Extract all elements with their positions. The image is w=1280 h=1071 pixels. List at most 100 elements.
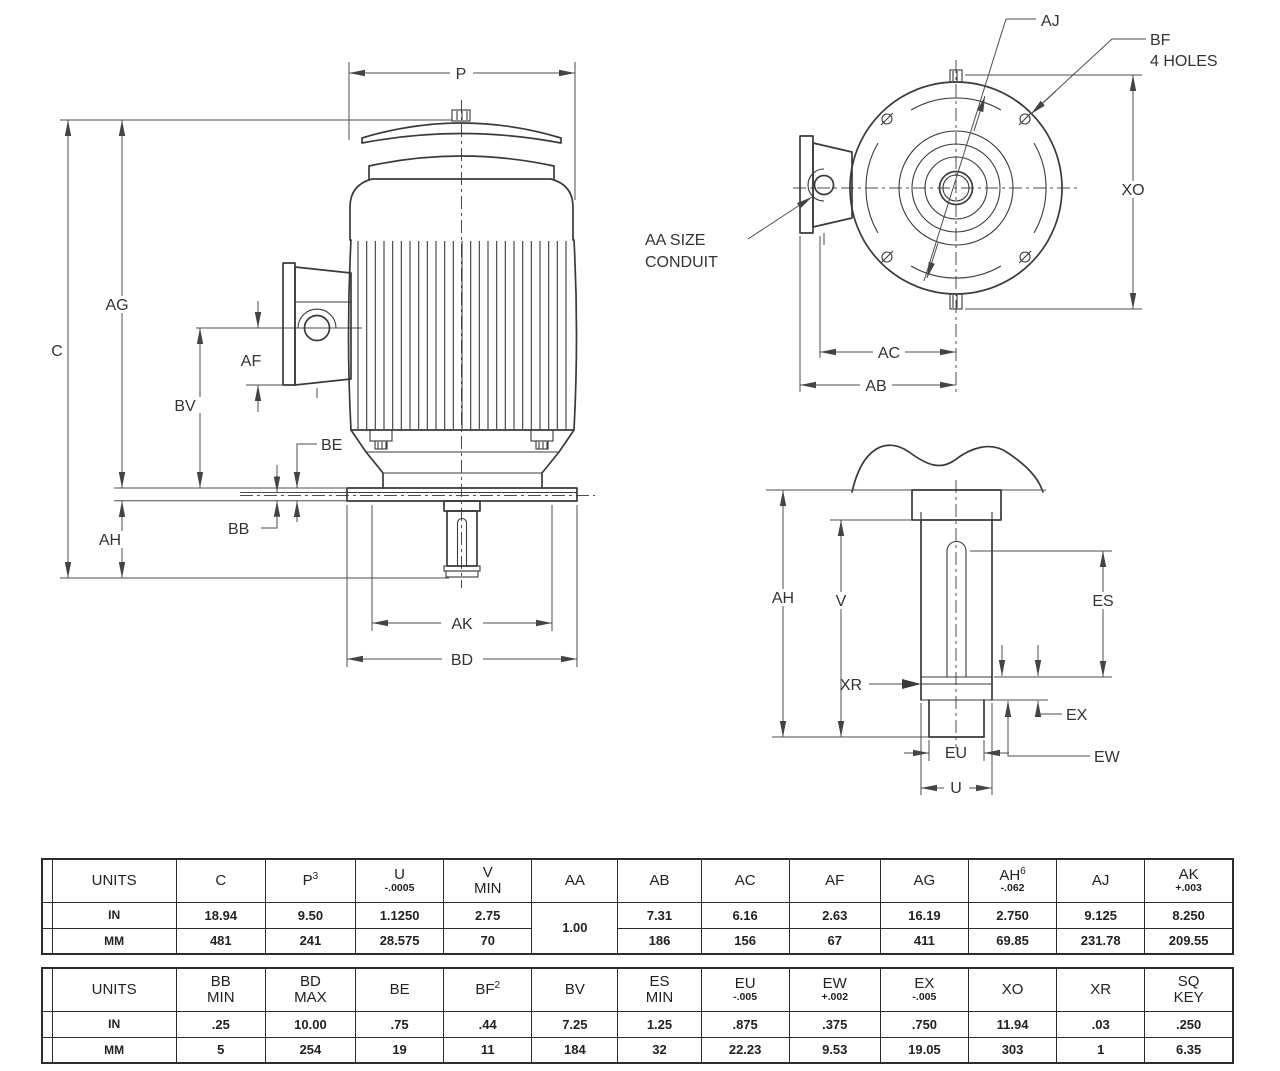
value-cell: 1.1250 xyxy=(354,901,445,929)
side-view: P C AG AH BV AF BE xyxy=(51,62,595,669)
bolt-holes xyxy=(880,112,1032,264)
value-cell: 481 xyxy=(175,927,266,955)
dim-label-bf: BF xyxy=(1150,32,1171,49)
table-spacer-cell xyxy=(41,1036,53,1064)
value-cell: 11.94 xyxy=(967,1010,1058,1038)
dim-label-bb: BB xyxy=(228,521,249,538)
dim-label-c: C xyxy=(51,343,63,360)
table-spacer-cell xyxy=(41,901,53,929)
value-cell: 9.53 xyxy=(788,1036,881,1064)
conduit-box-end xyxy=(799,135,853,245)
dim-label-ah-side: AH xyxy=(99,532,121,549)
dim-label-p: P xyxy=(456,66,467,83)
dim-label-es: ES xyxy=(1092,593,1113,610)
column-header-eu: EU-.005 xyxy=(700,967,790,1012)
value-cell: 1.25 xyxy=(617,1010,702,1038)
value-cell: .375 xyxy=(788,1010,881,1038)
column-header-ah: AH6-.062 xyxy=(967,858,1058,903)
dim-label-bf-holes: 4 HOLES xyxy=(1150,53,1218,70)
dim-label-ab: AB xyxy=(865,378,886,395)
value-cell: 5 xyxy=(175,1036,266,1064)
value-cell: 7.25 xyxy=(531,1010,619,1038)
value-cell: .750 xyxy=(879,1010,969,1038)
value-cell: .03 xyxy=(1056,1010,1146,1038)
dim-label-bd: BD xyxy=(451,652,473,669)
value-cell: 32 xyxy=(617,1036,702,1064)
dim-label-v: V xyxy=(836,593,847,610)
value-cell: 184 xyxy=(531,1036,619,1064)
dim-label-be: BE xyxy=(321,437,342,454)
column-header-units: UNITS xyxy=(51,858,177,903)
dim-label-ew: EW xyxy=(1094,749,1121,766)
value-cell: 411 xyxy=(879,927,969,955)
table-spacer-cell xyxy=(41,1010,53,1038)
value-cell: 8.250 xyxy=(1144,901,1234,929)
value-cell: 18.94 xyxy=(175,901,266,929)
end-view: XO AJ BF 4 HOLES AA SIZE CONDUIT AC AB xyxy=(645,13,1218,395)
dim-label-aj: AJ xyxy=(1041,13,1060,30)
value-cell: 1 xyxy=(1056,1036,1146,1064)
technical-drawing: P C AG AH BV AF BE xyxy=(51,13,1218,797)
value-cell: 70 xyxy=(443,927,533,955)
value-cell: 28.575 xyxy=(354,927,445,955)
value-cell: 16.19 xyxy=(879,901,969,929)
column-header-aj: AJ xyxy=(1056,858,1146,903)
dim-label-af: AF xyxy=(241,353,262,370)
value-cell: .875 xyxy=(700,1010,790,1038)
column-header-c: C xyxy=(175,858,266,903)
column-header-u: U-.0005 xyxy=(354,858,445,903)
table-spacer-cell xyxy=(41,927,53,955)
row-label: MM xyxy=(51,1036,177,1064)
value-cell: 2.75 xyxy=(443,901,533,929)
row-label: IN xyxy=(51,1010,177,1038)
column-header-ac: AC xyxy=(700,858,790,903)
column-header-ak: AK+.003 xyxy=(1144,858,1234,903)
value-cell: 156 xyxy=(700,927,790,955)
value-cell: .44 xyxy=(443,1010,533,1038)
column-header-be: BE xyxy=(354,967,445,1012)
column-header-ag: AG xyxy=(879,858,969,903)
column-header-ab: AB xyxy=(617,858,702,903)
column-header-aa: AA xyxy=(531,858,619,903)
value-cell: 241 xyxy=(264,927,357,955)
dim-label-xo: XO xyxy=(1121,182,1144,199)
value-cell: 67 xyxy=(788,927,881,955)
value-cell: 1.00 xyxy=(531,901,619,955)
dim-label-ex: EX xyxy=(1066,707,1088,724)
value-cell: 231.78 xyxy=(1056,927,1146,955)
value-cell: 11 xyxy=(443,1036,533,1064)
row-label: MM xyxy=(51,927,177,955)
label-aa-size: AA SIZE xyxy=(645,232,705,249)
value-cell: 2.63 xyxy=(788,901,881,929)
value-cell: 22.23 xyxy=(700,1036,790,1064)
column-header-af: AF xyxy=(788,858,881,903)
value-cell: .75 xyxy=(354,1010,445,1038)
row-label: IN xyxy=(51,901,177,929)
dim-label-ak: AK xyxy=(451,616,473,633)
value-cell: 6.35 xyxy=(1144,1036,1234,1064)
value-cell: 209.55 xyxy=(1144,927,1234,955)
dim-label-eu: EU xyxy=(945,745,967,762)
value-cell: 303 xyxy=(967,1036,1058,1064)
value-cell: 9.125 xyxy=(1056,901,1146,929)
column-header-p: P3 xyxy=(264,858,357,903)
table-spacer-cell xyxy=(41,858,53,903)
value-cell: 7.31 xyxy=(617,901,702,929)
value-cell: 19.05 xyxy=(879,1036,969,1064)
value-cell: 9.50 xyxy=(264,901,357,929)
value-cell: 186 xyxy=(617,927,702,955)
column-header-units: UNITS xyxy=(51,967,177,1012)
dim-label-ah-shaft: AH xyxy=(772,590,794,607)
value-cell: 2.750 xyxy=(967,901,1058,929)
value-cell: 69.85 xyxy=(967,927,1058,955)
value-cell: .250 xyxy=(1144,1010,1234,1038)
dim-label-u: U xyxy=(950,780,962,797)
table-spacer-cell xyxy=(41,967,53,1012)
